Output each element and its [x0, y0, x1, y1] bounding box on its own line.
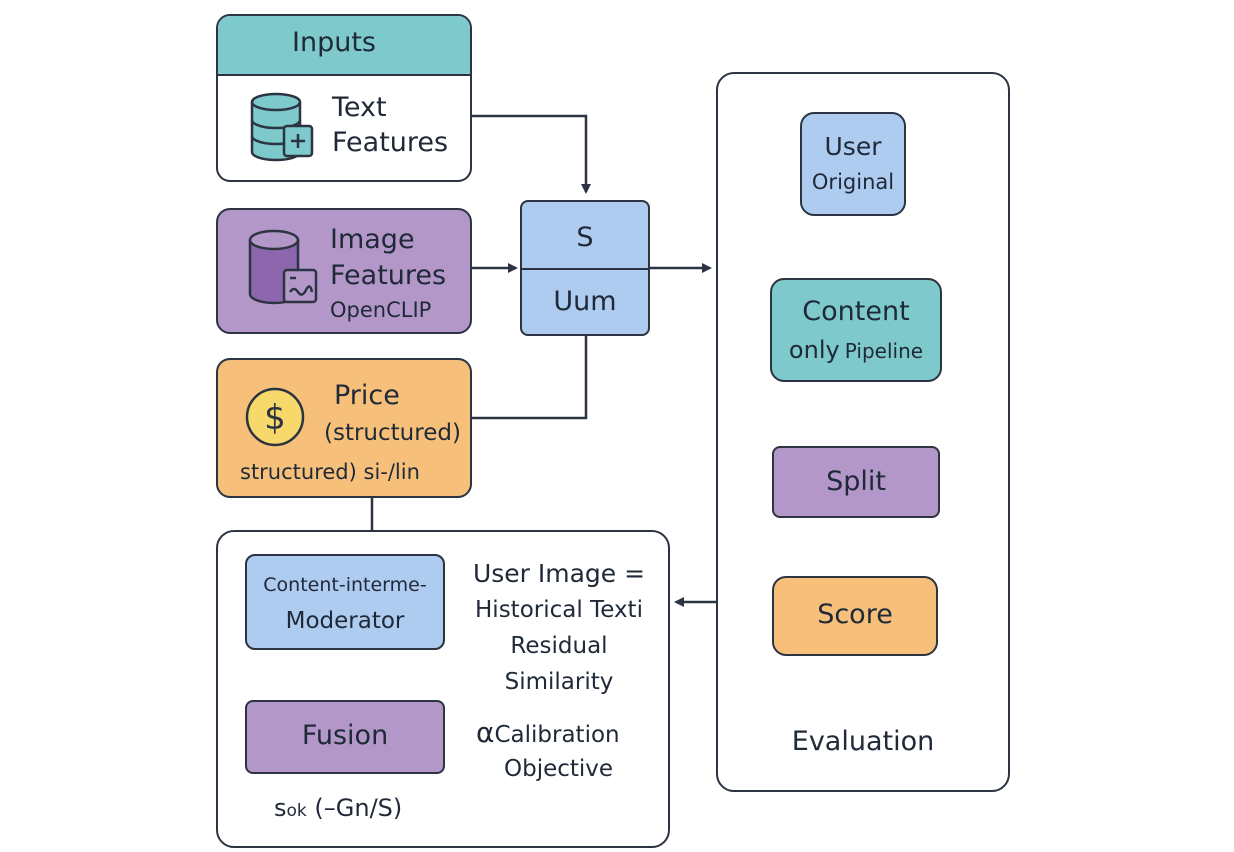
price-line3: structured) si-/lin — [240, 460, 420, 484]
database-image-icon — [248, 229, 318, 305]
moderator-node: Content-interme- Moderator — [245, 554, 445, 650]
calibration-line1: αCalibration — [476, 716, 620, 752]
fusion-node: Fusion — [245, 700, 445, 774]
image-features-box: Image Features OpenCLIP — [216, 208, 472, 334]
fusion-label: Fusion — [301, 720, 389, 751]
sum-block-divider — [522, 268, 648, 270]
alpha-symbol: α — [476, 716, 495, 749]
user-original-node: User Original — [800, 112, 906, 216]
arrow-text-to-sum — [470, 114, 591, 194]
split-node: Split — [772, 446, 940, 518]
formula-expression: (–Gn/S) — [306, 794, 403, 822]
sum-block-top: S — [576, 222, 594, 253]
content-pipeline-line1: Content — [802, 296, 910, 327]
content-pipeline-node: Content only Pipeline — [770, 278, 942, 382]
similarity-line3: Residual — [510, 633, 608, 659]
similarity-line4: Similarity — [504, 669, 614, 695]
line-price-to-sum — [472, 336, 588, 420]
user-original-line1: User — [824, 132, 882, 161]
fusion-formula: sok (–Gn/S) — [274, 794, 402, 822]
content-pipeline-only: only — [788, 336, 840, 364]
evaluation-title: Evaluation — [791, 726, 935, 757]
similarity-line1: User Image = — [472, 559, 646, 588]
sum-block-bottom: Uum — [553, 286, 617, 317]
price-line2: (structured) — [324, 420, 461, 446]
price-line1: Price — [334, 380, 400, 411]
content-pipeline-line2: only Pipeline — [772, 336, 940, 364]
score-label: Score — [817, 599, 893, 630]
score-node: Score — [772, 576, 938, 656]
image-features-line3: OpenCLIP — [330, 298, 432, 322]
moderator-line1: Content-interme- — [263, 574, 427, 596]
database-plus-icon — [250, 92, 314, 162]
split-label: Split — [826, 466, 886, 497]
inputs-header: Inputs — [218, 16, 470, 76]
similarity-text: User Image = Historical Texti Residual S… — [466, 556, 652, 700]
formula-symbol: s — [274, 794, 287, 822]
price-box: $ Price (structured) structured) si-/lin — [216, 358, 472, 498]
moderator-line2: Moderator — [285, 608, 405, 634]
formula-subscript: ok — [286, 801, 307, 821]
text-features-box: Inputs Text Features — [216, 14, 472, 182]
calibration-line2: Objective — [504, 756, 614, 782]
content-pipeline-pipeline: Pipeline — [844, 339, 924, 363]
sum-block: S Uum — [520, 200, 650, 336]
image-features-line1: Image — [330, 224, 415, 255]
text-features-line2: Features — [332, 127, 449, 158]
calibration-text: αCalibration Objective — [476, 716, 620, 786]
dollar-coin-icon: $ — [245, 387, 305, 447]
inputs-header-title: Inputs — [292, 27, 376, 58]
svg-text:$: $ — [264, 398, 286, 438]
similarity-line2: Historical Texti — [475, 597, 643, 623]
calibration-label: Calibration — [494, 722, 620, 748]
user-original-line2: Original — [811, 170, 895, 194]
text-features-line1: Text — [332, 92, 387, 123]
image-features-line2: Features — [330, 260, 447, 291]
